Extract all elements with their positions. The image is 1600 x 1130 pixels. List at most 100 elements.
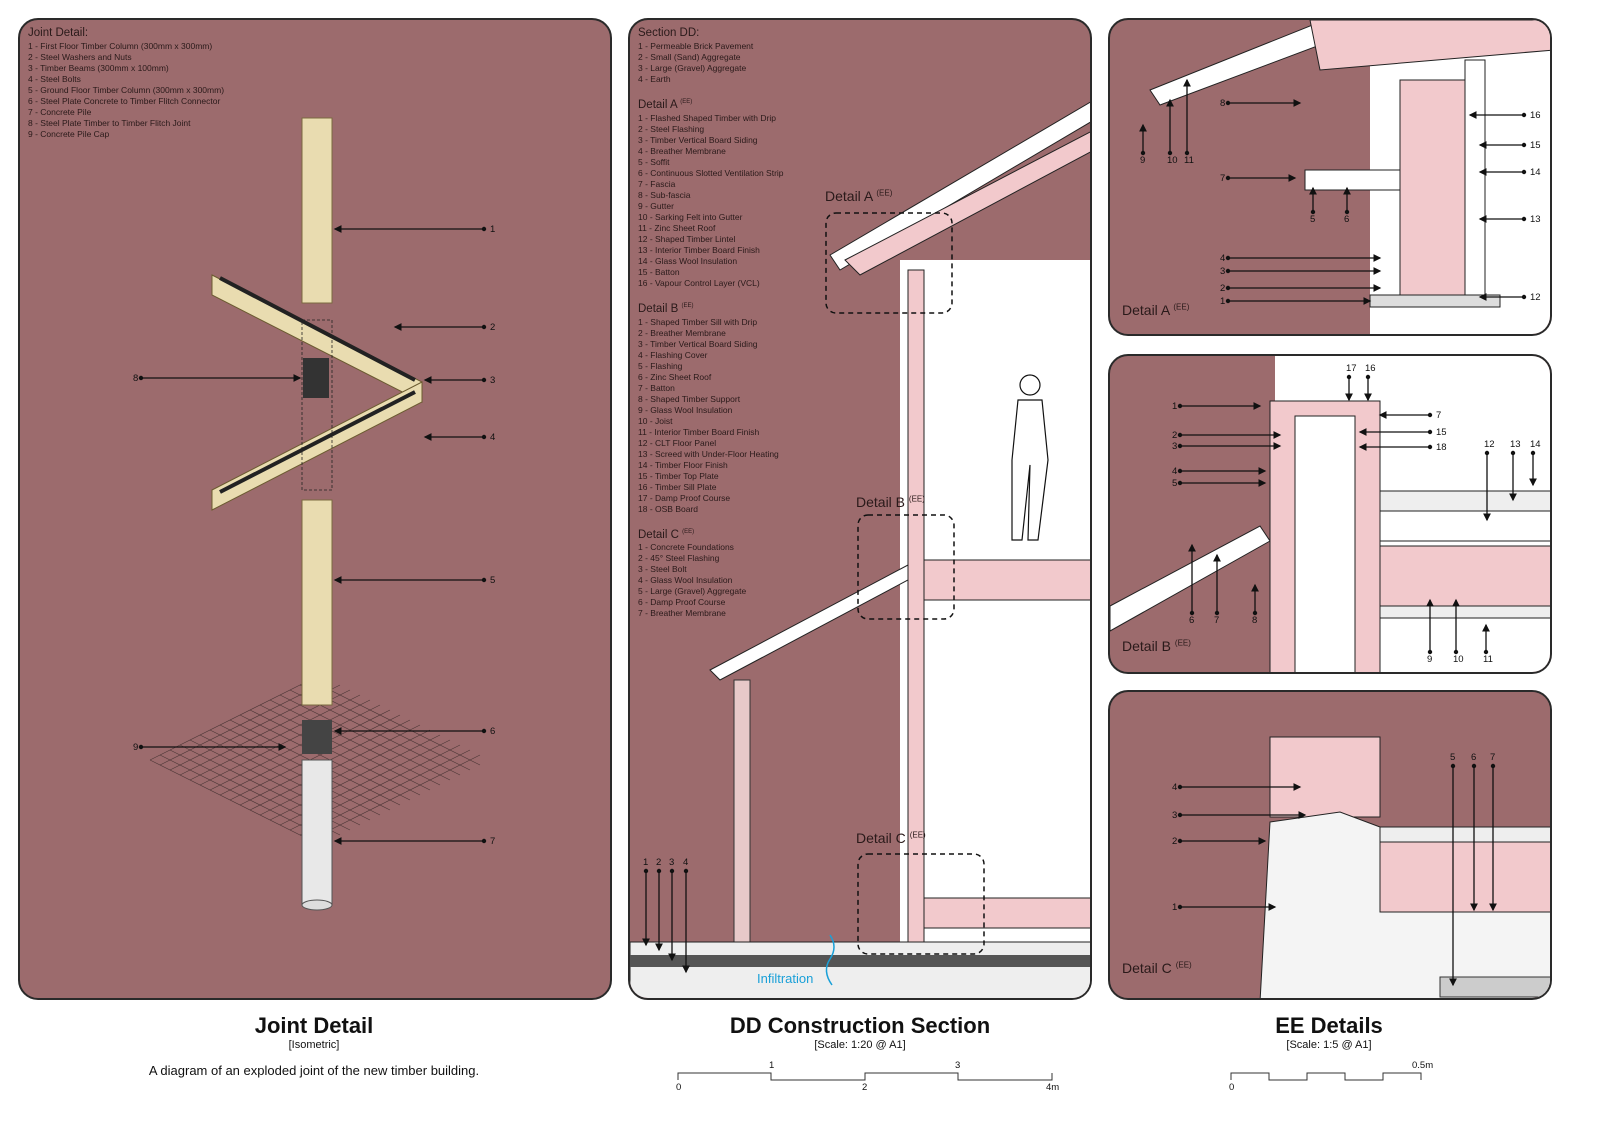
section-legend-item: 3 - Timber Vertical Board Siding [638,134,758,145]
detail-b-drawing [1110,356,1550,672]
detail-c-box [857,853,985,955]
detail-c-label: Detail C (EE) [856,830,926,846]
ee-title: EE Details [1275,1013,1383,1038]
detail-a-box [825,212,953,314]
section-legend-item: 11 - Zinc Sheet Roof [638,222,716,233]
section-legend-item: 4 - Breather Membrane [638,145,726,156]
legend-heading-text: Detail B [638,302,679,315]
section-legend-item: 1 - Permeable Brick Pavement [638,41,754,51]
section-legend-item: 18 - OSB Board [638,503,699,514]
detail-c-panel: Detail C (EE) [1108,690,1552,1000]
legend-heading-text: Detail C [638,528,679,541]
legend-heading-sup: (EE) [680,99,693,105]
concrete-pile [301,759,333,906]
first-floor-column [301,117,333,304]
section-legend-item: 15 - Timber Top Plate [638,470,719,481]
section-legend-item: 12 - CLT Floor Panel [638,437,717,448]
joint-legend-item: 4 - Steel Bolts [28,74,81,84]
section-legend-item: 6 - Damp Proof Course [638,597,726,608]
joint-description: A diagram of an exploded joint of the ne… [148,1063,480,1078]
detail-b-box [857,514,955,620]
joint-legend: Joint Detail: 1 - First Floor Timber Col… [28,26,224,140]
exploded-joint-drawing [149,117,481,911]
section-legend-heading: Detail C (EE) [638,525,784,543]
joint-legend-item: 8 - Steel Plate Timber to Timber Flitch … [28,118,191,128]
detail-a-label[interactable]: Detail A (EE) [825,188,893,204]
detail-b-label[interactable]: Detail B (EE) [856,494,925,510]
section-legend-item: 5 - Soffit [638,156,670,167]
section-legend-item: 13 - Interior Timber Board Finish [638,244,760,255]
joint-subtitle: [Isometric] [288,1039,340,1051]
section-scale: [Scale: 1:20 @ A1] [814,1039,906,1051]
detail-c-drawing [1259,692,1550,998]
section-legend-item: 4 - Earth [638,74,671,84]
detail-a-panel: Detail A (EE) [1108,18,1552,336]
section-legend-heading: Detail B (EE) [638,299,784,317]
section-drawing [630,101,1090,998]
section-legend-item: 9 - Glass Wool Insulation [638,404,733,415]
section-scale-tick: 2 [862,1082,867,1093]
wall [907,269,925,998]
section-legend-item: 8 - Shaped Timber Support [638,393,741,404]
joint-legend-item: 5 - Ground Floor Timber Column (300mm x … [28,85,225,95]
section-legend-item: 5 - Large (Gravel) Aggregate [638,586,747,597]
joint-detail-panel: Joint Detail: 1 - First Floor Timber Col… [18,18,612,1000]
section-legend-item: 6 - Continuous Slotted Ventilation Strip [638,167,784,178]
infiltration-arrow [825,934,835,986]
joint-legend-item: 3 - Timber Beams (300mm x 100mm) [28,63,169,73]
section-scale-bar [677,1072,1053,1081]
section-legend-item: 1 - Concrete Foundations [638,542,734,553]
section-legend-item: 2 - 45° Steel Flashing [638,553,720,564]
section-legend-item: 6 - Zinc Sheet Roof [638,371,712,382]
joint-legend-item: 2 - Steel Washers and Nuts [28,52,132,62]
ground-floor [923,897,1090,929]
ee-scale-tick: 0 [1229,1082,1234,1093]
detail-b-panel: Detail B (EE) [1108,354,1552,674]
section-legend-item: 14 - Timber Floor Finish [638,459,728,470]
legend-heading-text: Section DD: [638,27,700,39]
detail-c-title: Detail C (EE) [1122,960,1192,976]
section-legend-item: 5 - Flashing [638,360,683,371]
section-legend-item: 13 - Screed with Under-Floor Heating [638,448,779,459]
legend-heading-text: Detail A [638,98,677,111]
section-legend-item: 7 - Breather Membrane [638,608,726,619]
section-legend-item: 2 - Small (Sand) Aggregate [638,52,741,62]
section-legend-item: 1 - Flashed Shaped Timber with Drip [638,112,776,123]
legend-heading-sup: (EE) [681,302,694,309]
section-legend-item: 8 - Sub-fascia [638,189,691,200]
ground-floor-column [301,499,333,706]
section-legend-heading: Section DD: [638,26,784,41]
section-legend-item: 10 - Sarking Felt into Gutter [638,211,743,222]
detail-a-drawing [1149,20,1550,334]
section-legend-item: 7 - Fascia [638,178,676,189]
section-legend-item: 16 - Vapour Control Layer (VCL) [638,277,760,288]
section-legend-item: 14 - Glass Wool Insulation [638,255,738,266]
ground [630,941,1090,998]
ee-scale-tick: 0.5m [1412,1060,1433,1071]
section-scale-tick: 4m [1046,1082,1059,1093]
section-legend-item: 3 - Steel Bolt [638,564,687,575]
section-legend-item: 2 - Steel Flashing [638,123,705,134]
section-legend-item: 16 - Timber Sill Plate [638,481,717,492]
section-legend-item: 1 - Shaped Timber Sill with Drip [638,316,758,327]
ee-scale: [Scale: 1:5 @ A1] [1286,1039,1372,1051]
section-legend-item: 2 - Breather Membrane [638,327,726,338]
section-legend-item: 4 - Glass Wool Insulation [638,575,733,586]
joint-legend-item: 1 - First Floor Timber Column (300mm x 3… [28,41,213,51]
detail-b-title: Detail B (EE) [1122,638,1191,654]
legend-heading-sup: (EE) [682,528,695,535]
section-legend-item: 17 - Damp Proof Course [638,492,731,503]
section-legend-item: 11 - Interior Timber Board Finish [638,426,760,437]
ee-scale-bar [1230,1072,1422,1081]
infiltration-label: Infiltration [757,971,814,986]
flitch-plate [303,358,329,398]
section-legend-item: 3 - Large (Gravel) Aggregate [638,63,747,73]
first-floor [923,559,1090,601]
section-legend-item: 7 - Batton [638,382,675,393]
joint-legend-title: Joint Detail: [28,27,89,39]
section-legend-item: 12 - Shaped Timber Lintel [638,233,736,244]
person-figure [1011,374,1049,541]
